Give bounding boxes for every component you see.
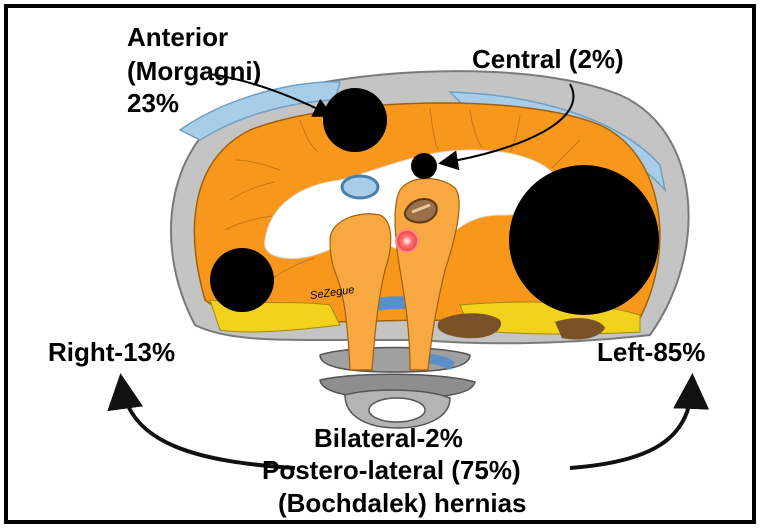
label-anterior: Anterior [127,22,228,53]
label-morgagni: (Morgagni) [127,56,261,87]
morgagni-defect [323,88,387,152]
ivc-opening [342,176,378,198]
vertebral-column [320,348,475,429]
label-anterior-percent: 23% [127,88,179,119]
label-right: Right-13% [48,337,175,368]
bochdalek-right-defect [210,248,274,312]
label-left: Left-85% [597,337,705,368]
aortic-opening [396,230,418,252]
bochdalek-left-defect [509,165,659,315]
label-bochdalek: (Bochdalek) hernias [278,488,527,519]
central-defect [411,153,437,179]
label-bilateral: Bilateral-2% [314,423,463,454]
label-central: Central (2%) [472,44,624,75]
left-curve-arrow [570,385,692,468]
label-posterolateral: Postero-lateral (75%) [262,455,521,486]
